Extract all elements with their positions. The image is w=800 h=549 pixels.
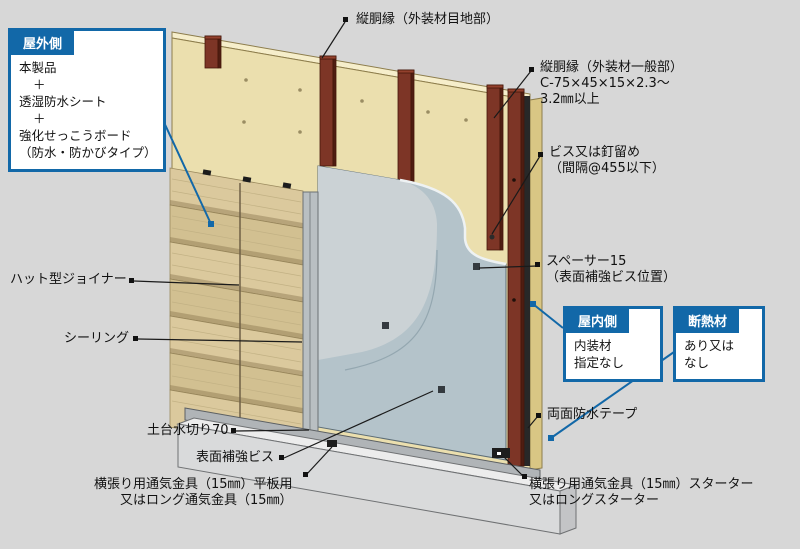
plank-shadows [170, 200, 303, 413]
callout-indoor-line: 内装材 [574, 338, 612, 353]
callout-indoor-title: 屋内側 [566, 309, 630, 333]
vent-fitting-clip [327, 440, 337, 447]
leader-lines [133, 21, 541, 478]
board-screw-dots [242, 78, 468, 134]
callout-insulation: 断熱材 あり又は なし [673, 306, 765, 382]
callout-outdoor-line: 透湿防水シート [19, 94, 107, 109]
furring-strip-4 [486, 84, 504, 251]
wood-grain [171, 178, 302, 425]
callout-outdoor-title: 屋外側 [11, 31, 75, 55]
callout-outdoor: 屋外側 本製品 ＋ 透湿防水シート ＋ 強化せっこうボード （防水・防かびタイプ… [8, 28, 166, 172]
label-flashing: 土台水切り70 [147, 423, 229, 438]
callout-outdoor-body: 本製品 ＋ 透湿防水シート ＋ 強化せっこうボード （防水・防かびタイプ） [11, 55, 163, 169]
label-vent-right: 横張り用通気金具（15㎜）スターター 又はロングスターター [529, 477, 754, 509]
label-general-furring-line: C-75×45×15×2.3～ [540, 76, 670, 91]
label-spacer-line: スペーサー15 [546, 254, 627, 269]
callout-indoor-line: 指定なし [574, 355, 625, 370]
label-screw-nail-line: ビス又は釘留め [549, 145, 641, 160]
label-general-furring: 縦胴縁（外装材一般部） C-75×45×15×2.3～ 3.2㎜以上 [540, 60, 683, 108]
label-general-furring-line: 縦胴縁（外装材一般部） [540, 60, 684, 75]
label-surface-screw: 表面補強ビス [196, 450, 275, 465]
waterproof-tape-strip [524, 96, 530, 466]
callout-insulation-line: あり又は [684, 338, 735, 353]
siding-panels [169, 167, 304, 451]
plus-sign: ＋ [33, 111, 46, 126]
callout-outdoor-line: 強化せっこうボード [19, 128, 132, 143]
callout-indoor-body: 内装材 指定なし [566, 333, 660, 379]
vent-fittings [327, 440, 510, 458]
label-vent-right-line: 横張り用通気金具（15㎜）スターター [529, 477, 754, 492]
label-vent-left-line: 又はロング通気金具（15㎜） [120, 493, 293, 508]
label-spacer-line: （表面補強ビス位置） [546, 270, 677, 285]
foundation-base [176, 417, 578, 535]
furring-strip-2 [319, 55, 337, 167]
label-spacer: スペーサー15 （表面補強ビス位置） [546, 254, 676, 286]
furring-strip-1 [204, 35, 222, 69]
callout-insulation-title: 断熱材 [676, 309, 740, 333]
label-sealing: シーリング [64, 331, 130, 346]
label-vent-left-line: 横張り用通気金具（15㎜）平板用 [94, 477, 293, 492]
screw-dot [489, 234, 495, 240]
label-hat-joiner: ハット型ジョイナー [10, 272, 127, 287]
hat-joiner-strip [302, 191, 319, 439]
siding-clips [202, 169, 292, 189]
furring-strips [204, 35, 525, 467]
furring-strip-3 [397, 69, 415, 183]
callout-outdoor-line: （防水・防かびタイプ） [19, 145, 157, 160]
sheet-fasteners [382, 263, 480, 393]
label-general-furring-line: 3.2㎜以上 [540, 92, 600, 107]
label-joint-furring: 縦胴縁（外装材目地部） [356, 12, 500, 27]
label-screw-nail: ビス又は釘留め （間隔@455以下） [549, 145, 665, 177]
waterproof-sheet [317, 165, 507, 461]
callout-outdoor-line: 本製品 [19, 60, 57, 75]
leader-markers [129, 17, 543, 479]
label-vent-right-line: 又はロングスターター [529, 493, 660, 508]
callout-indoor: 屋内側 内装材 指定なし [563, 306, 663, 382]
plus-sign: ＋ [33, 77, 46, 92]
label-tape: 両面防水テープ [547, 407, 638, 422]
furring-strip-corner [507, 88, 525, 467]
callout-insulation-body: あり又は なし [676, 333, 762, 379]
label-screw-nail-line: （間隔@455以下） [549, 161, 665, 176]
label-vent-left: 横張り用通気金具（15㎜）平板用 又はロング通気金具（15㎜） [94, 477, 293, 509]
callout-insulation-line: なし [684, 355, 710, 370]
